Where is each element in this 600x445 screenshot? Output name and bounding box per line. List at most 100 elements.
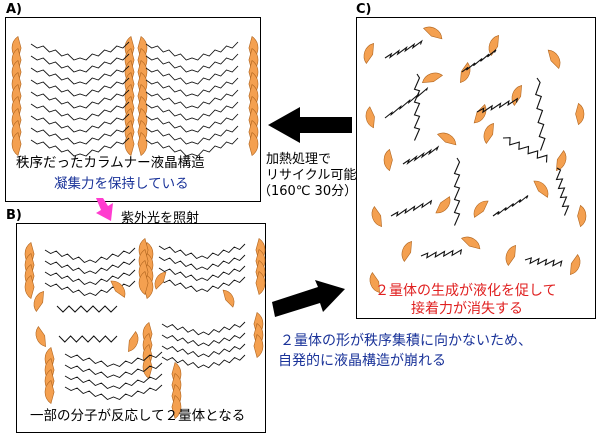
columnar-disc <box>253 334 264 358</box>
alkyl-chain <box>145 89 239 109</box>
panel-b-drawing <box>24 238 266 419</box>
arrow-a-to-b-text: 紫外光を照射 <box>121 211 200 226</box>
alkyl-chain <box>555 167 570 216</box>
alkyl-chain <box>145 53 239 73</box>
columnar-disc <box>363 43 374 64</box>
panel-a <box>5 17 261 202</box>
alkyl-chain <box>30 101 130 121</box>
columnar-disc <box>570 254 581 275</box>
columnar-disc <box>460 236 481 250</box>
columnar-disc <box>483 123 494 144</box>
columnar-disc <box>488 35 499 56</box>
columnar-disc <box>473 200 489 218</box>
alkyl-chain <box>476 97 519 114</box>
alkyl-chain <box>30 65 130 85</box>
columnar-disc <box>365 106 375 129</box>
arrow-b-to-c <box>272 280 345 317</box>
columnar-disc <box>436 132 457 146</box>
panel-c-drawing <box>363 26 587 293</box>
alkyl-chain <box>145 41 239 61</box>
alkyl-chain <box>64 362 163 379</box>
panel-b-label: B) <box>6 208 22 223</box>
arrow-c-to-a-text-3: （160℃ 30分） <box>258 184 358 199</box>
columnar-disc <box>422 26 443 40</box>
panel-c-caption-1: ２量体の生成が液化を促して <box>375 283 557 299</box>
arrow-b-to-c-text-2: 自発的に液晶構造が崩れる <box>278 353 446 369</box>
panel-a-caption-1: 秩序だったカラムナー液晶構造 <box>16 155 205 171</box>
alkyl-chain <box>145 77 239 97</box>
columnar-disc <box>556 150 567 171</box>
columnar-disc <box>171 395 182 419</box>
alkyl-chain <box>30 41 130 61</box>
panel-c <box>356 17 596 319</box>
alkyl-chain <box>44 247 136 264</box>
columnar-disc <box>422 72 443 83</box>
alkyl-chain <box>56 305 118 313</box>
columnar-disc <box>575 102 585 126</box>
columnar-disc <box>460 62 471 83</box>
columnar-disc <box>44 380 55 404</box>
alkyl-chain <box>145 65 239 85</box>
arrow-c-to-a <box>268 107 352 143</box>
alkyl-chain <box>145 101 239 121</box>
panel-a-drawing <box>11 36 259 157</box>
alkyl-chain <box>502 137 548 163</box>
columnar-disc <box>547 49 561 70</box>
alkyl-chain <box>492 195 529 217</box>
alkyl-chain <box>161 343 246 358</box>
alkyl-chain <box>30 77 130 97</box>
alkyl-chain <box>64 351 163 368</box>
panel-c-caption-2: 接着力が消失する <box>411 301 523 317</box>
alkyl-chain <box>158 243 246 260</box>
alkyl-chain <box>58 335 118 343</box>
panel-a-caption-2: 凝集力を保持している <box>54 176 189 192</box>
columnar-disc <box>533 180 549 198</box>
columnar-disc <box>35 326 46 347</box>
alkyl-chain <box>30 89 130 109</box>
arrow-c-to-a-text-2: リサイクル可能 <box>266 168 357 183</box>
columnar-disc <box>383 148 393 172</box>
columnar-disc <box>128 331 139 352</box>
arrow-b-to-c-text-1: ２量体の形が秩序集積に向かないため、 <box>280 333 532 349</box>
columnar-disc <box>505 245 516 266</box>
alkyl-chain <box>158 276 246 293</box>
columnar-disc <box>33 291 44 312</box>
alkyl-chain <box>64 384 163 401</box>
columnar-disc <box>137 132 148 156</box>
columnar-disc <box>371 206 382 227</box>
columnar-disc <box>577 204 587 228</box>
panel-c-label: C) <box>356 2 372 17</box>
columnar-disc <box>11 132 22 156</box>
alkyl-chain <box>161 321 246 336</box>
columnar-disc <box>222 289 235 308</box>
alkyl-chain <box>30 113 130 133</box>
columnar-disc <box>369 272 380 293</box>
columnar-disc <box>24 275 35 299</box>
alkyl-chain <box>64 373 163 390</box>
columnar-disc <box>255 271 266 295</box>
alkyl-chain <box>145 125 239 145</box>
alkyl-chain <box>453 157 461 226</box>
alkyl-chain <box>524 257 563 267</box>
alkyl-chain <box>384 39 423 59</box>
alkyl-chain <box>384 86 429 119</box>
columnar-disc <box>138 271 149 295</box>
alkyl-chain <box>461 49 497 73</box>
alkyl-chain <box>44 258 136 275</box>
columnar-disc <box>110 280 126 298</box>
alkyl-chain <box>420 248 463 259</box>
alkyl-chain <box>534 77 546 151</box>
columnar-disc <box>154 271 167 290</box>
columnar-disc <box>401 241 412 262</box>
alkyl-chain <box>158 265 246 282</box>
alkyl-chain <box>44 269 136 286</box>
panel-a-label: A) <box>6 2 23 17</box>
alkyl-chain <box>145 113 239 133</box>
alkyl-chain <box>158 254 246 271</box>
alkyl-chain <box>402 145 440 165</box>
columnar-disc <box>435 196 451 214</box>
alkyl-chain <box>30 137 130 157</box>
alkyl-chain <box>413 73 421 141</box>
alkyl-chain <box>145 137 239 157</box>
alkyl-chain <box>30 53 130 73</box>
